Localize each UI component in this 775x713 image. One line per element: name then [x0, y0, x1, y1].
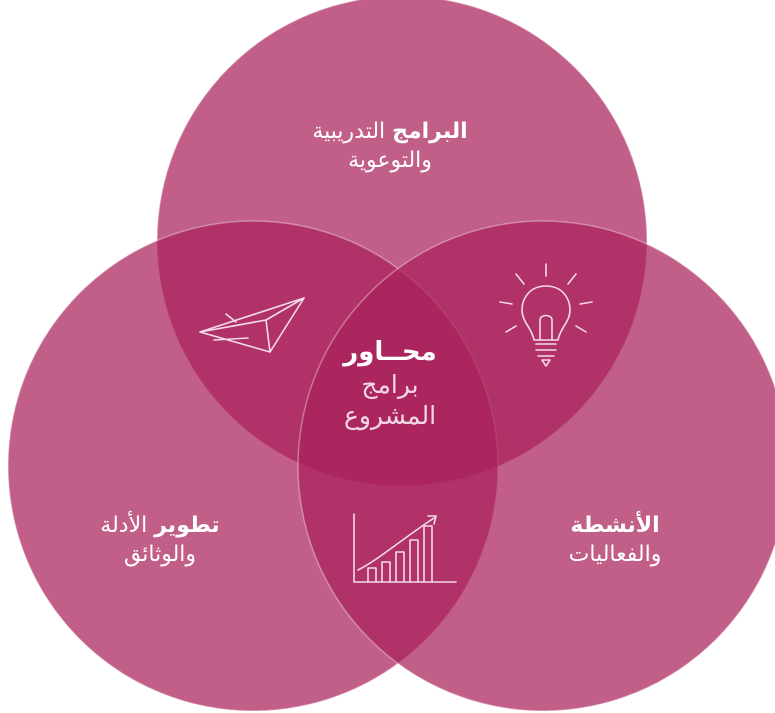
label-guides-development: تطوير الأدلة والوثائق — [60, 512, 260, 569]
center-title-block: محــاور برامج المشروع — [290, 336, 490, 431]
label-training-programs: البرامج التدريبية والتوعوية — [270, 118, 510, 175]
bar-chart-icon — [348, 512, 460, 588]
training-programs-line2: والتوعوية — [348, 147, 432, 173]
guides-development-rest: الأدلة — [100, 513, 155, 538]
circle-activities-events — [297, 220, 775, 712]
guides-development-bold: تطوير — [154, 513, 220, 538]
center-line1: برامج — [361, 369, 419, 399]
light-bulb-icon — [494, 262, 598, 370]
activities-events-bold: الأنشطة — [570, 513, 660, 538]
center-title: محــاور — [343, 337, 437, 367]
paper-plane-icon — [196, 292, 308, 362]
activities-events-line2: والفعاليات — [568, 541, 662, 567]
center-line2: المشروع — [343, 400, 437, 430]
training-programs-rest: التدريبية — [312, 119, 393, 144]
label-activities-events: الأنشطة والفعاليات — [515, 512, 715, 569]
training-programs-bold: البرامج — [392, 119, 468, 144]
guides-development-line2: والوثائق — [123, 541, 197, 567]
